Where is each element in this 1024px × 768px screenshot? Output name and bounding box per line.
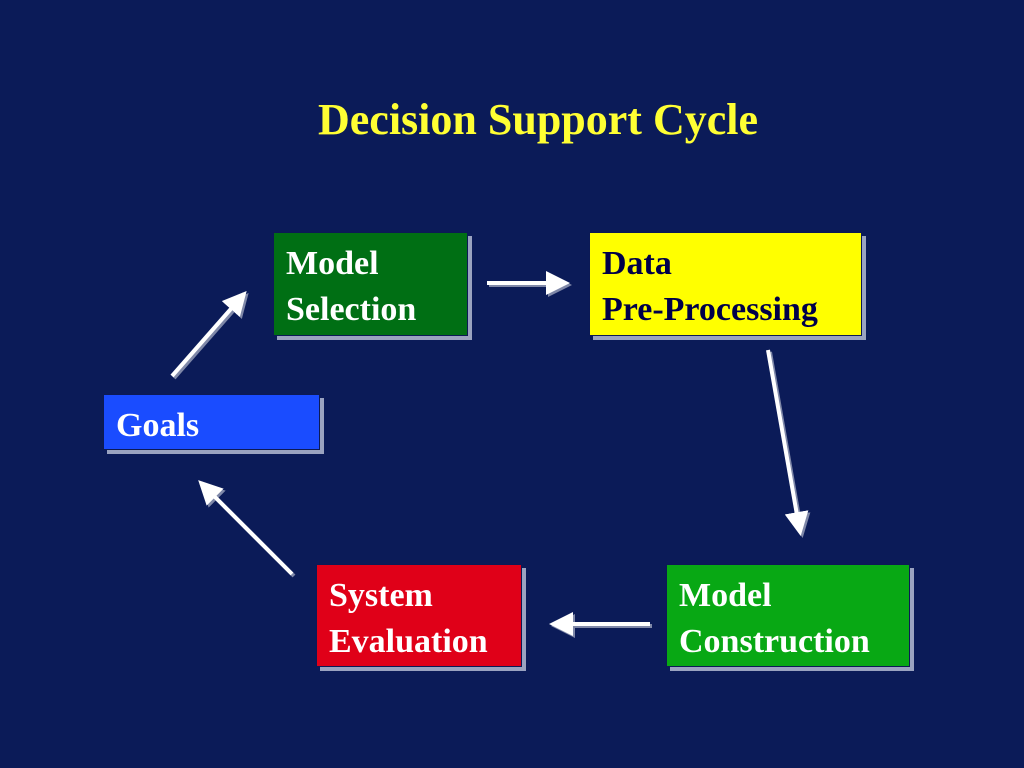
system-evaluation-line1: System (329, 577, 433, 614)
goals-label: Goals (116, 407, 200, 444)
goals-box: Goals (103, 394, 320, 450)
model-construction-box: Model Construction (666, 564, 910, 667)
model-selection-line2: Selection (286, 291, 417, 328)
arrow-goals-to-model-selection (170, 290, 247, 378)
model-construction-line1: Model (679, 577, 772, 614)
system-evaluation-line2: Evaluation (329, 623, 488, 660)
system-evaluation-box: System Evaluation (316, 564, 522, 667)
data-preprocessing-line1: Data (602, 245, 672, 282)
arrow-data-preprocessing-to-model-construction (766, 349, 809, 536)
model-selection-line1: Model (286, 245, 379, 282)
model-construction-line2: Construction (679, 623, 870, 660)
model-selection-box: Model Selection (273, 232, 468, 336)
slide-title: Decision Support Cycle (318, 95, 758, 144)
data-preprocessing-box: Data Pre-Processing (589, 232, 862, 336)
arrow-system-evaluation-to-goals (198, 480, 294, 576)
data-preprocessing-line2: Pre-Processing (602, 291, 818, 328)
